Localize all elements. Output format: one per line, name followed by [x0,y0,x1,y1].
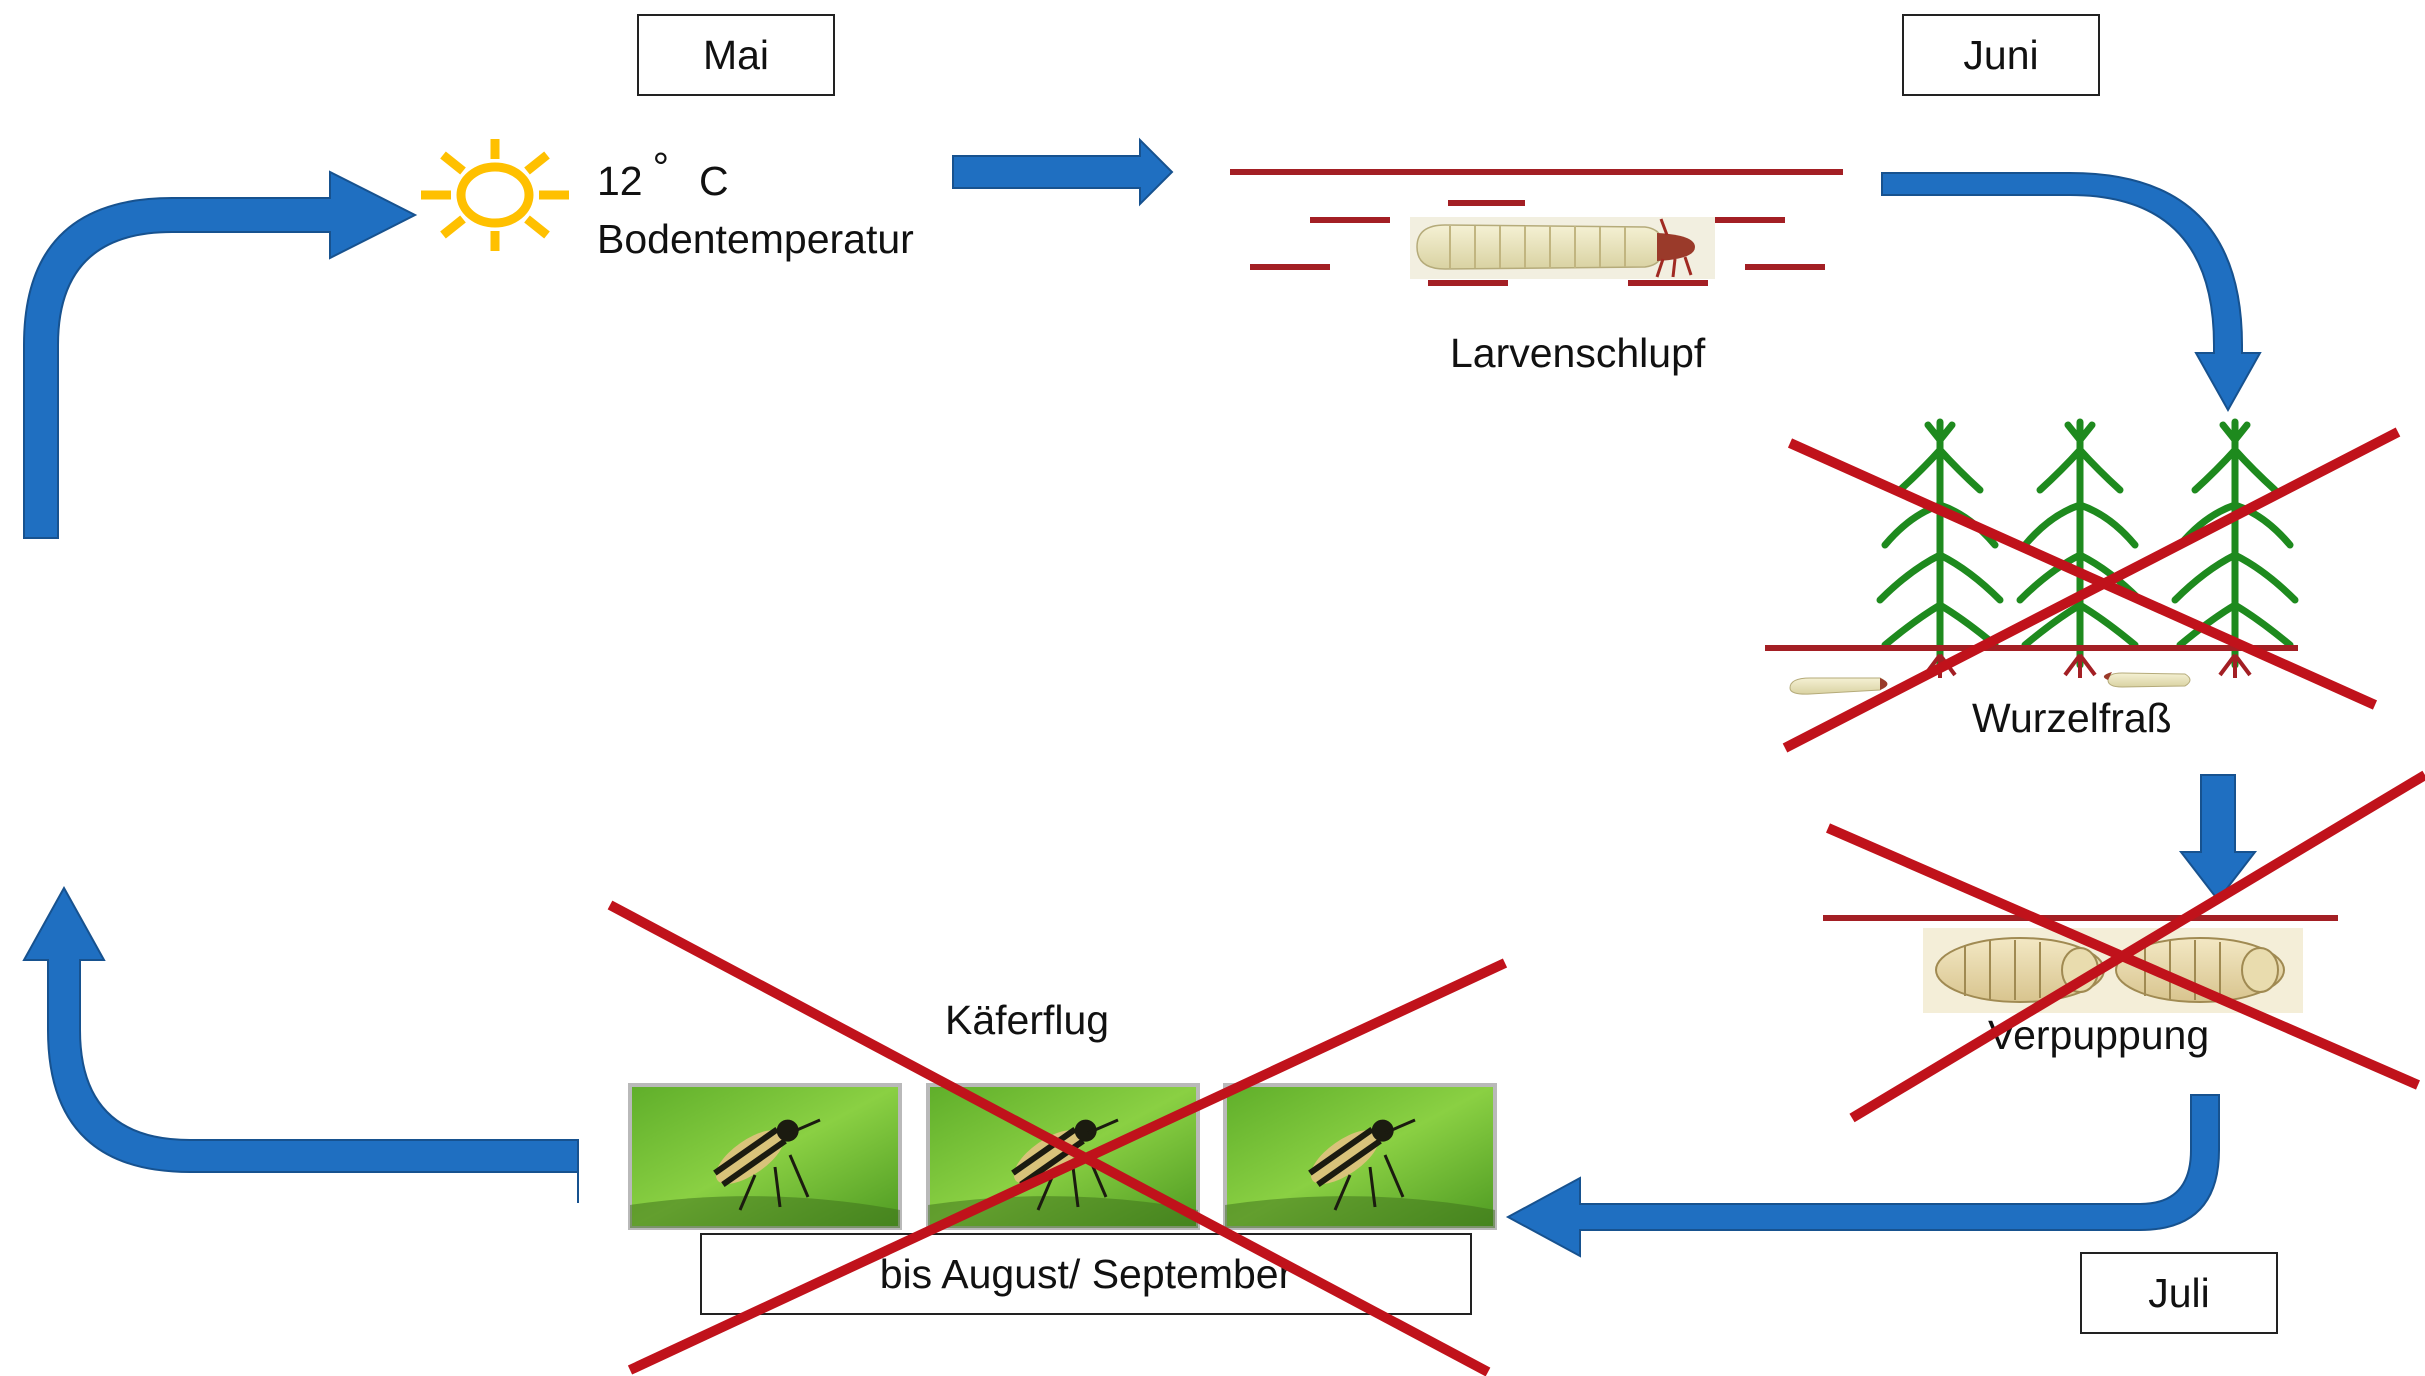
hatching-soil-lines [1230,169,1843,286]
maize-plant-icon [1876,418,2004,669]
arrow-short-down [2178,774,2258,902]
arrow-top-right [952,137,1174,207]
pupa-icon [2115,937,2285,1003]
arrow-left-top [23,170,418,539]
beetle-icon [926,1083,1200,1230]
stage-beetle-flight-label: Käferflug [945,997,1110,1043]
flight-period-box: bis August/ September [700,1233,1472,1315]
stage-root-feeding-label: Wurzelfraß [1972,695,2172,741]
roots [1923,653,2252,678]
month-july-text: Juli [2148,1269,2210,1316]
stage-pupation-label: Verpuppung [1988,1012,2210,1058]
pupa-icon [1935,937,2105,1003]
arrow-left-bottom [22,885,579,1203]
degree-symbol: ° [652,144,670,190]
stage-hatching-label: Larvenschlupf [1450,330,1706,376]
month-label-july: Juli [2080,1252,2278,1334]
maize-plants [1876,418,2299,669]
month-june-text: Juni [1963,31,2039,78]
sun-icon [421,139,569,251]
beetle-photos [628,1083,1497,1230]
arrow-right-down [1881,172,2262,413]
month-label-may: Mai [637,14,835,96]
larva-icon [1410,217,1715,279]
soil-temperature-label: 12° C Bodentemperatur [597,144,914,268]
temperature-caption: Bodentemperatur [597,216,914,262]
arrow-bottom-left [1505,1094,2220,1258]
temperature-unit: C [699,158,729,204]
month-may-text: Mai [702,31,770,78]
beetle-icon [628,1083,902,1230]
larva-icon [1789,672,2191,695]
month-label-june: Juni [1902,14,2100,96]
temperature-value: 12 [597,158,643,204]
beetle-icon [1223,1083,1497,1230]
temperature-value-line: 12° C [597,144,914,210]
flight-period-text: bis August/ September [879,1250,1293,1297]
